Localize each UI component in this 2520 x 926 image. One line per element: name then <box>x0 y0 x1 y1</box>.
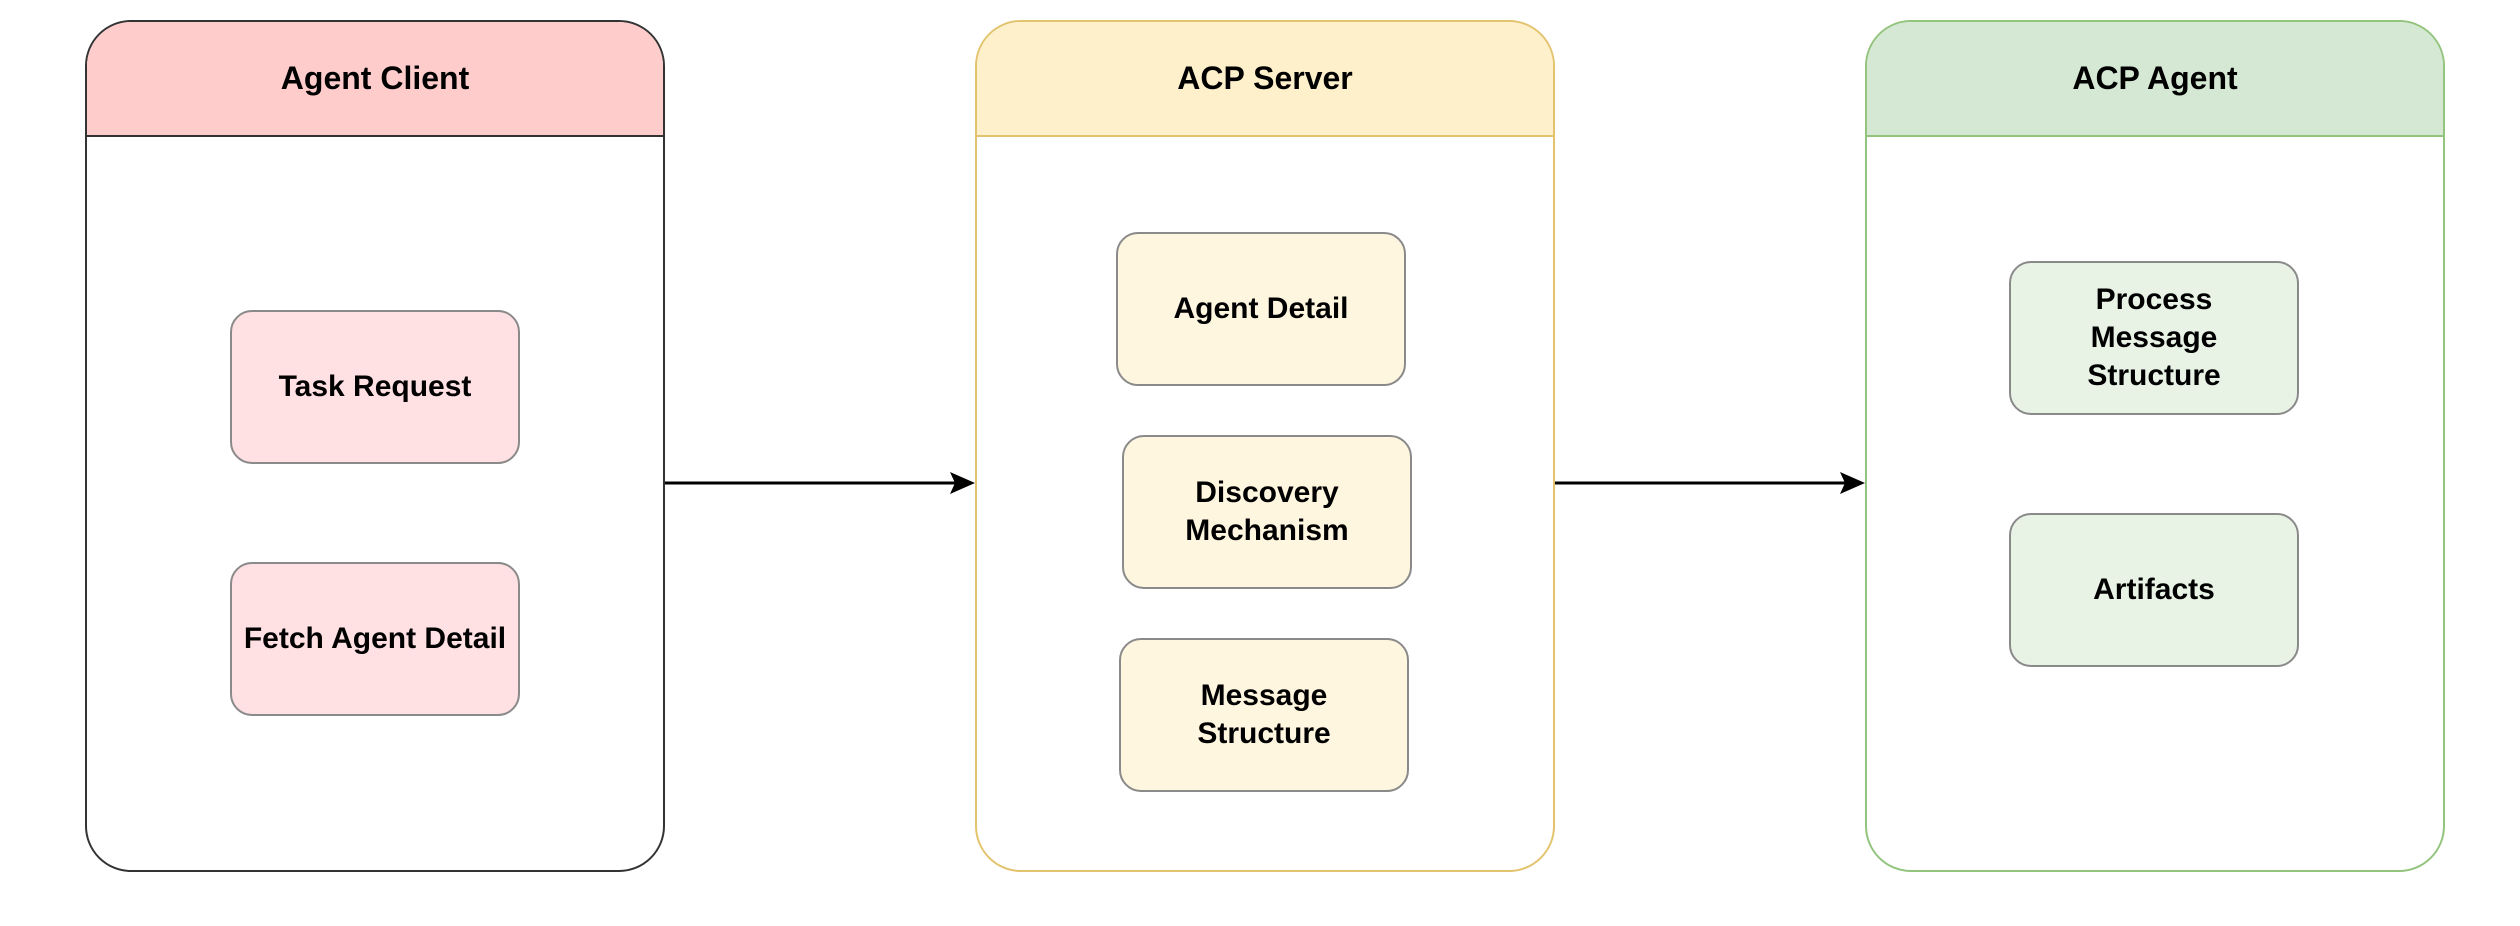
message-structure-label-line-1: Message <box>1200 679 1328 712</box>
process-message-structure-label-line-3: Structure <box>2087 359 2221 392</box>
message-structure-node[interactable]: Message Structure <box>1119 638 1409 792</box>
discovery-mechanism-node[interactable]: Discovery Mechanism <box>1122 435 1412 589</box>
fetch-agent-detail-node[interactable]: Fetch Agent Detail <box>230 562 520 716</box>
server-to-agent-arrow <box>1555 472 1865 494</box>
task-request-node[interactable]: Task Request <box>230 310 520 464</box>
acp-server-title: ACP Server <box>977 22 1553 137</box>
fetch-agent-detail-label: Fetch Agent Detail <box>243 622 507 655</box>
artifacts-label: Artifacts <box>2093 573 2215 606</box>
client-to-server-arrow <box>665 472 975 494</box>
agent-client-container: Agent Client <box>85 20 665 872</box>
artifacts-node[interactable]: Artifacts <box>2009 513 2299 667</box>
agent-detail-node[interactable]: Agent Detail <box>1116 232 1406 386</box>
acp-agent-title: ACP Agent <box>1867 22 2443 137</box>
agent-detail-label: Agent Detail <box>1173 292 1349 325</box>
agent-client-title: Agent Client <box>87 22 663 137</box>
discovery-mechanism-label-line-1: Discovery <box>1195 476 1339 509</box>
process-message-structure-node[interactable]: Process Message Structure <box>2009 261 2299 415</box>
acp-agent-container: ACP Agent <box>1865 20 2445 872</box>
process-message-structure-label-line-2: Message <box>2090 321 2218 354</box>
task-request-label: Task Request <box>278 370 472 403</box>
discovery-mechanism-label-line-2: Mechanism <box>1185 514 1349 547</box>
process-message-structure-label-line-1: Process <box>2095 283 2213 316</box>
message-structure-label-line-2: Structure <box>1197 717 1331 750</box>
